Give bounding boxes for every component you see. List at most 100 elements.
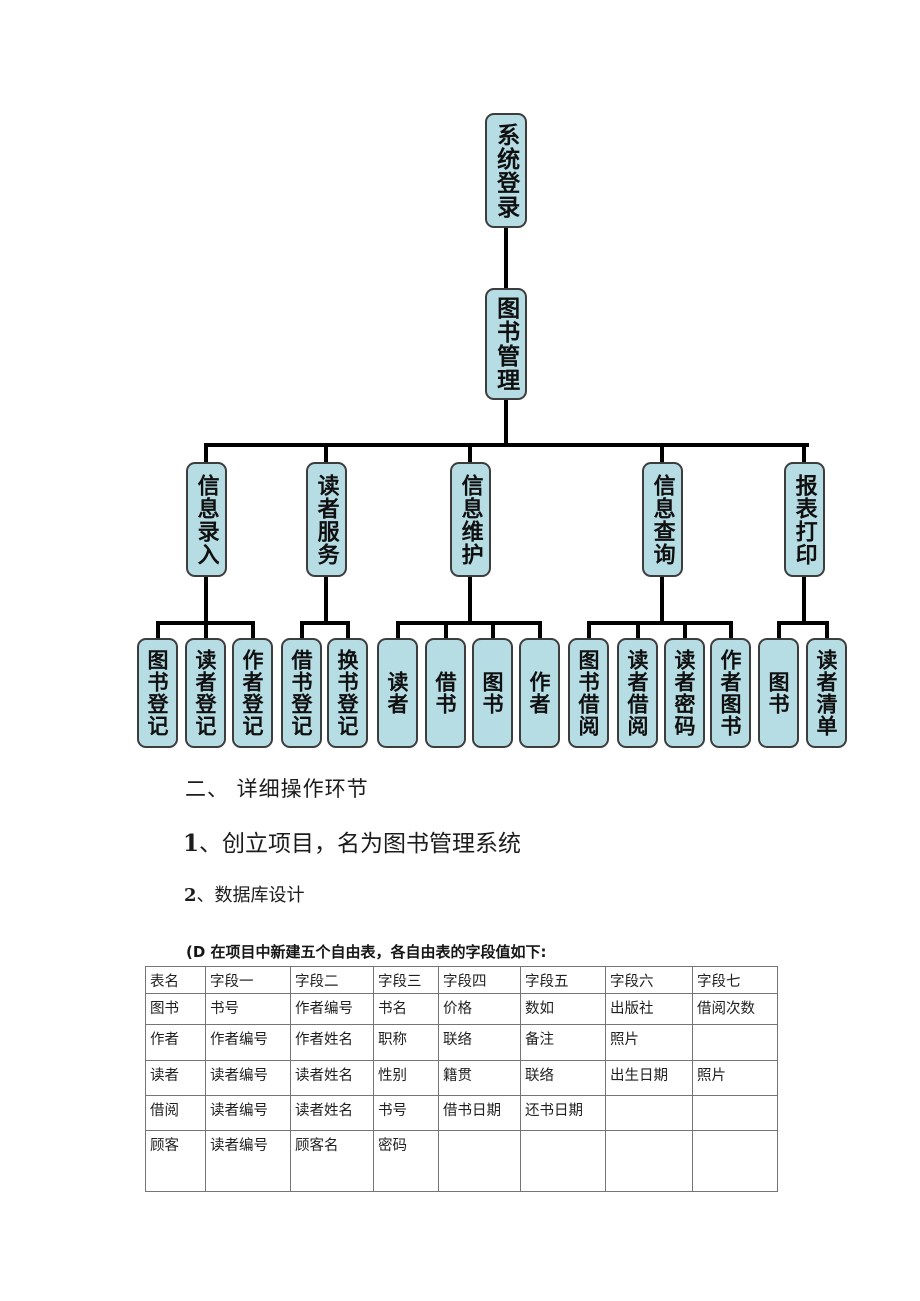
node-leaf-reader-register: 读者登记 (185, 638, 226, 748)
table-row: 借阅 读者编号 读者姓名 书号 借书日期 还书日期 (145, 1095, 778, 1131)
node-system-login: 系统登录 (485, 113, 527, 228)
header-cell: 字段一 (205, 966, 291, 994)
connector-leaf-drop (300, 623, 304, 638)
node-label: 图书借阅 (576, 649, 602, 737)
node-leaf-reader: 读者 (377, 638, 418, 748)
connector-main-bus (204, 443, 809, 447)
section-item-1: 1、创立项目，名为图书管理系统 (183, 824, 521, 858)
connector-drop-branch-3 (660, 444, 664, 462)
table-row: 读者 读者编号 读者姓名 性别 籍贯 联络 出生日期 照片 (145, 1060, 778, 1096)
connector-manager-to-bus (504, 399, 508, 445)
connector-leaf-drop (825, 623, 829, 638)
node-branch-info-query: 信息查询 (642, 462, 683, 577)
node-label: 报表打印 (791, 473, 818, 566)
node-leaf-author-books: 作者图书 (710, 638, 751, 748)
table-cell: 性别 (373, 1060, 439, 1096)
connector-leaf-drop (396, 623, 400, 638)
section-item-2: 2、数据库设计 (184, 881, 305, 907)
node-leaf-borrow: 借书 (425, 638, 466, 748)
node-label: 读者服务 (313, 473, 340, 566)
table-cell: 数如 (520, 993, 606, 1025)
node-branch-reader-service: 读者服务 (306, 462, 347, 577)
node-leaf-book-register: 图书登记 (137, 638, 178, 748)
table-cell: 还书日期 (520, 1095, 606, 1131)
table-cell (520, 1130, 606, 1192)
node-label: 作者登记 (240, 649, 266, 737)
node-leaf-author: 作者 (519, 638, 560, 748)
connector-branch-3-stem (660, 576, 664, 623)
node-label: 借书 (433, 671, 459, 715)
header-cell: 表名 (145, 966, 206, 994)
table-header-row: 表名 字段一 字段二 字段三 字段四 字段五 字段六 字段七 (145, 966, 778, 994)
table-cell: 读者编号 (205, 1060, 291, 1096)
table-cell: 顾客名 (290, 1130, 374, 1192)
connector-branch-4-stem (802, 576, 806, 623)
header-cell: 字段六 (605, 966, 693, 994)
connector-group-bus-2 (396, 621, 542, 625)
header-cell: 字段五 (520, 966, 606, 994)
section-heading: 二、 详细操作环节 (185, 777, 369, 801)
connector-leaf-drop (251, 623, 255, 638)
table-cell: 借阅次数 (692, 993, 778, 1025)
node-label: 换书登记 (335, 649, 361, 737)
connector-leaf-drop (538, 623, 542, 638)
connector-branch-2-stem (468, 576, 472, 623)
table-cell (605, 1130, 693, 1192)
connector-branch-0-stem (204, 576, 208, 623)
node-label: 借书登记 (289, 649, 315, 737)
connector-root-to-manager (504, 227, 508, 289)
table-row: 作者 作者编号 作者姓名 职称 联络 备注 照片 (145, 1024, 778, 1061)
node-label: 读者密码 (672, 649, 698, 737)
table-cell: 出版社 (605, 993, 693, 1025)
table-cell: 顾客 (145, 1130, 206, 1192)
node-leaf-exchange-register: 换书登记 (327, 638, 368, 748)
table-cell: 作者编号 (205, 1024, 291, 1061)
connector-drop-branch-1 (324, 444, 328, 462)
node-label: 作者图书 (718, 649, 744, 737)
table-cell: 书号 (373, 1095, 439, 1131)
node-label: 信息查询 (649, 473, 676, 566)
node-label: 作者 (527, 671, 553, 715)
table-cell: 作者编号 (290, 993, 374, 1025)
node-leaf-book-report: 图书 (758, 638, 799, 748)
table-cell: 书号 (205, 993, 291, 1025)
node-label: 信息维护 (457, 473, 484, 566)
table-cell: 照片 (692, 1060, 778, 1096)
connector-leaf-drop (683, 623, 687, 638)
connector-drop-branch-0 (204, 444, 208, 462)
table-cell: 读者编号 (205, 1095, 291, 1131)
field-table: 表名 字段一 字段二 字段三 字段四 字段五 字段六 字段七 图书 书号 作者编… (145, 966, 778, 1192)
node-leaf-author-register: 作者登记 (232, 638, 273, 748)
connector-group-bus-3 (587, 621, 733, 625)
connector-leaf-drop (587, 623, 591, 638)
node-leaf-book-loan: 图书借阅 (568, 638, 609, 748)
table-cell (692, 1024, 778, 1061)
table-cell: 职称 (373, 1024, 439, 1061)
node-leaf-reader-list: 读者清单 (806, 638, 847, 748)
table-cell: 联络 (438, 1024, 521, 1061)
connector-drop-branch-2 (468, 444, 472, 462)
item-1-text: 、创立项目，名为图书管理系统 (199, 831, 522, 857)
node-label: 读者 (385, 671, 411, 715)
connector-branch-1-stem (324, 576, 328, 623)
table-cell (438, 1130, 521, 1192)
table-cell: 借书日期 (438, 1095, 521, 1131)
table-row: 顾客 读者编号 顾客名 密码 (145, 1130, 778, 1192)
node-label: 信息录入 (193, 473, 220, 566)
table-note: (D 在项目中新建五个自由表，各自由表的字段值如下: (186, 943, 547, 961)
table-cell: 密码 (373, 1130, 439, 1192)
connector-leaf-drop (156, 623, 160, 638)
table-cell: 价格 (438, 993, 521, 1025)
connector-leaf-drop (346, 623, 350, 638)
table-cell: 备注 (520, 1024, 606, 1061)
table-cell (605, 1095, 693, 1131)
table-cell: 出生日期 (605, 1060, 693, 1096)
node-label: 图书 (766, 671, 792, 715)
header-cell: 字段七 (692, 966, 778, 994)
connector-drop-branch-4 (802, 444, 806, 462)
table-cell: 联络 (520, 1060, 606, 1096)
connector-leaf-drop (204, 623, 208, 638)
table-cell: 照片 (605, 1024, 693, 1061)
item-2-text: 、数据库设计 (196, 885, 305, 906)
